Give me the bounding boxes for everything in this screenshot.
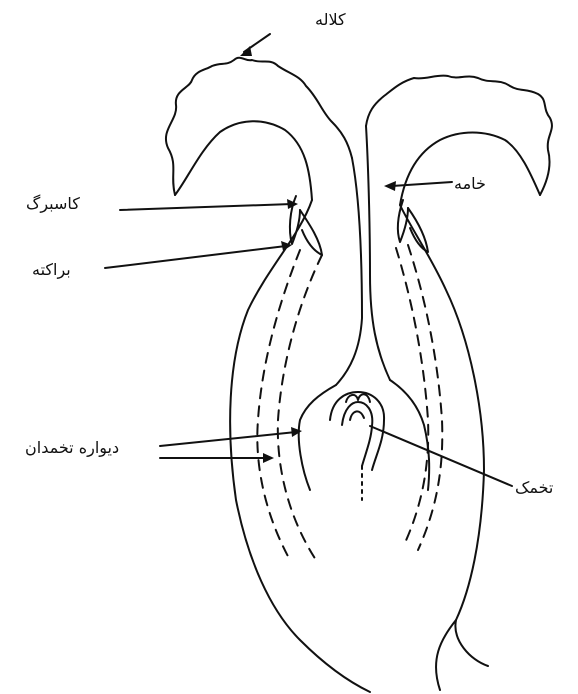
style-pointer [392, 182, 452, 186]
right-base [436, 620, 456, 690]
sepal-label: کاسبرگ [26, 196, 80, 212]
bract-label: براکته [32, 262, 71, 278]
right-ovary-lining [390, 380, 429, 490]
right-outer-wall [400, 205, 488, 666]
ovule-core [350, 411, 364, 420]
style-right-wall [366, 126, 390, 380]
right-sepal [398, 200, 408, 242]
left-style-inner [175, 121, 312, 200]
right-bract [408, 208, 428, 252]
stigma-label: کلاله [315, 12, 346, 28]
ovule-lobes [346, 394, 370, 402]
left-stigma-lobe [166, 58, 352, 195]
ovule-label: تخمک [515, 480, 553, 496]
sepal-pointer [120, 204, 292, 210]
right-dashed-inner [396, 248, 428, 545]
right-style-inner [400, 133, 540, 206]
ovary-arrowhead-1 [291, 427, 302, 437]
ovule-outer [330, 392, 384, 470]
left-ovary-lining [299, 385, 336, 490]
left-dashed-outer [257, 250, 300, 560]
left-bract [300, 210, 322, 255]
ovary-arrowhead-2 [263, 453, 274, 463]
stigma-arrowhead [240, 46, 252, 56]
bract-pointer [105, 246, 286, 268]
style-left-wall [336, 158, 362, 385]
style-label: خامه [454, 176, 486, 192]
ovary-pointer-1 [160, 432, 296, 446]
style-arrowhead [384, 181, 396, 191]
ovule-pointer [370, 426, 512, 486]
ovary-wall-label: دیواره تخمدان [25, 440, 119, 456]
left-dashed-inner [278, 255, 322, 560]
